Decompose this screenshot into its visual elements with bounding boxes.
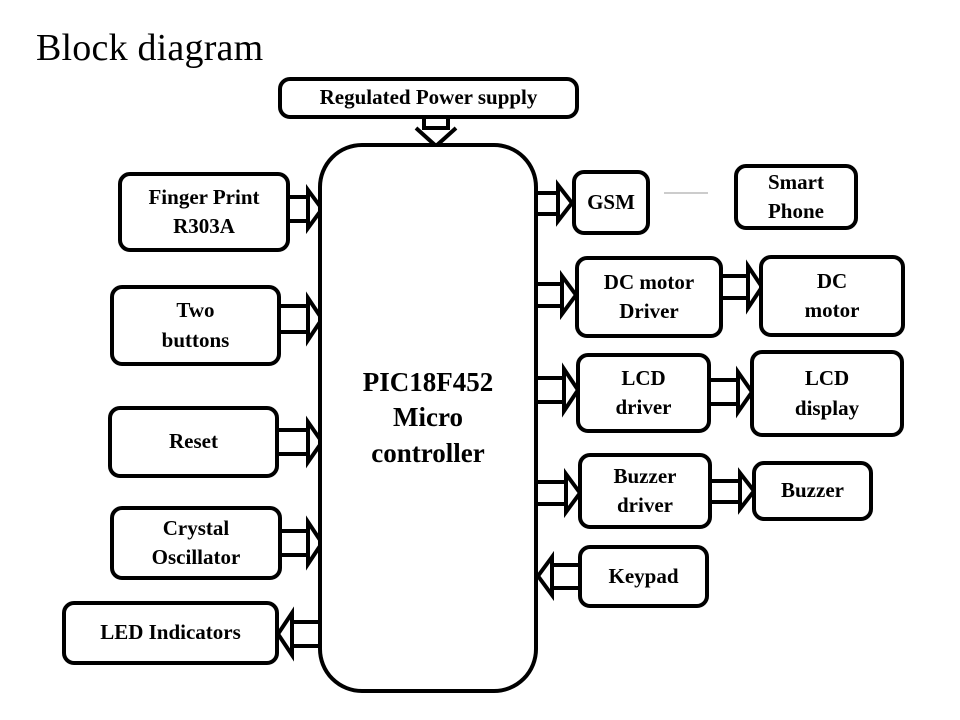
arrow-mcu-to-lcd-driver	[536, 362, 581, 418]
block-regulated-power-supply: Regulated Power supply	[278, 77, 579, 119]
block-label-line: driver	[617, 493, 673, 517]
block-label-line: Micro	[393, 402, 463, 433]
block-label-line: PIC18F452	[362, 367, 494, 398]
arrow-dc-driver-to-dc-motor	[720, 259, 765, 315]
block-buzzer: Buzzer	[752, 461, 873, 521]
block-label-line: DC motor	[603, 269, 695, 294]
block-label: Buzzer	[781, 478, 844, 503]
block-label-line: controller	[371, 437, 485, 468]
block-gsm: GSM	[572, 170, 650, 235]
block-label-line: Driver	[619, 299, 679, 323]
block-label-line: driver	[615, 395, 672, 419]
arrow-fingerprint-to-mcu	[288, 183, 325, 235]
block-label: LED Indicators	[100, 620, 241, 645]
block-label-line: Phone	[767, 199, 824, 223]
block-label: Regulated Power supply	[319, 85, 538, 110]
block-label-line: Oscillator	[151, 545, 241, 569]
arrow-mcu-to-led	[275, 606, 320, 662]
diagram-title: Block diagram	[36, 27, 264, 69]
arrow-buttons-to-mcu	[279, 291, 325, 347]
block-label-line: DC	[816, 268, 848, 293]
block-keypad: Keypad	[578, 545, 709, 608]
block-reset: Reset	[108, 406, 279, 478]
block-lcd-driver: LCD driver	[576, 353, 711, 433]
block-dc-motor: DC motor	[759, 255, 905, 337]
block-lcd-display: LCD display	[750, 350, 904, 437]
arrow-mcu-to-dc-driver	[536, 269, 579, 321]
block-led-indicators: LED Indicators	[62, 601, 279, 665]
block-two-buttons: Two buttons	[110, 285, 281, 366]
arrow-crystal-to-mcu	[280, 515, 325, 571]
block-label-line: motor	[804, 298, 860, 322]
block-label-line: LCD	[621, 365, 666, 390]
block-buzzer-driver: Buzzer driver	[578, 453, 712, 529]
block-label-line: Smart	[767, 169, 824, 194]
block-label-line: display	[794, 395, 860, 420]
block-label-line: Finger Print	[148, 184, 260, 209]
block-label-line: LCD	[804, 366, 850, 391]
arrow-mcu-to-buzzer-driver	[536, 467, 583, 519]
arrow-lcd-driver-to-lcd-display	[710, 365, 755, 419]
block-label-line: R303A	[173, 214, 235, 238]
arrow-power-to-mcu	[414, 118, 458, 149]
arrow-buzzer-driver-to-buzzer	[710, 467, 757, 515]
block-label-line: Two	[176, 298, 215, 323]
block-label-line: Crystal	[162, 515, 230, 540]
block-label: GSM	[587, 189, 635, 214]
arrow-reset-to-mcu	[276, 415, 325, 469]
block-label: Reset	[169, 429, 218, 454]
arrow-keypad-to-mcu	[535, 550, 580, 602]
block-label-line: Buzzer	[613, 463, 677, 488]
block-label: Keypad	[608, 563, 679, 588]
block-label-line: buttons	[161, 327, 230, 352]
arrow-mcu-to-gsm	[536, 179, 575, 227]
